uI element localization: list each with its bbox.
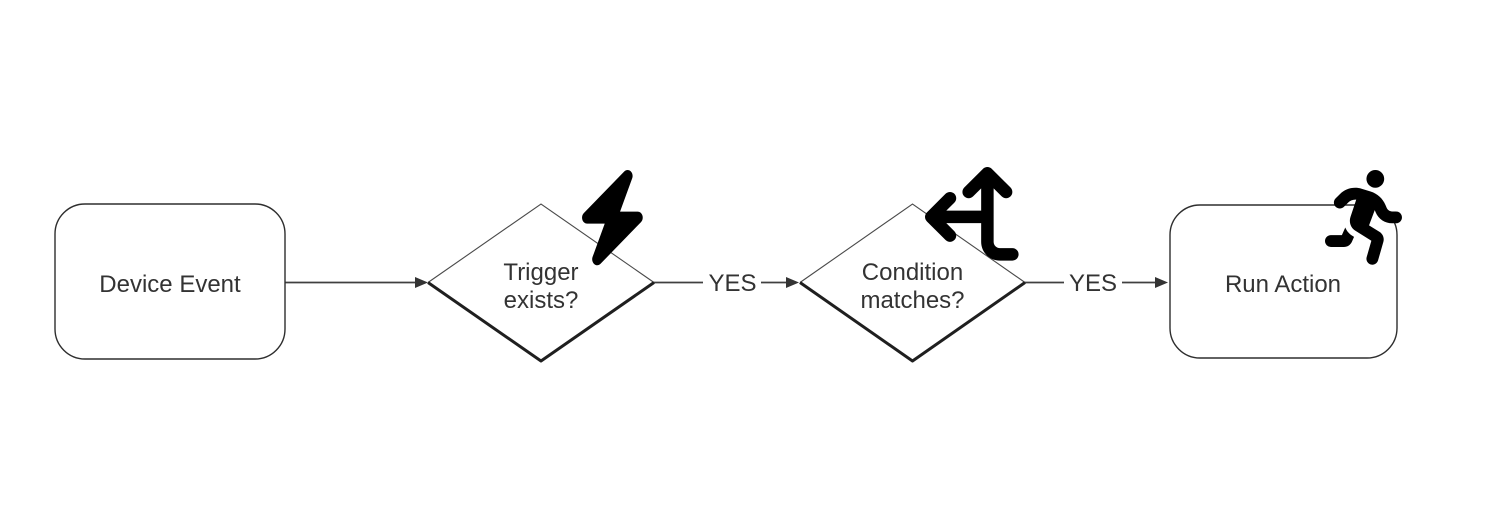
arrowhead-icon bbox=[415, 277, 428, 288]
node-device-event: Device Event bbox=[54, 203, 286, 360]
diamond-bottom-edges bbox=[427, 281, 655, 363]
diamond-bottom-edges bbox=[799, 281, 1026, 363]
node-label-run-action: Run Action bbox=[1225, 271, 1341, 298]
split-arrows-icon bbox=[925, 166, 1019, 261]
diamond-top-edges bbox=[799, 203, 1026, 283]
person-running-icon bbox=[1325, 170, 1402, 265]
edge-trigger-to-condition: YES bbox=[654, 270, 799, 297]
node-label-condition-line1: Condition bbox=[862, 259, 963, 286]
node-label-trigger-line1: Trigger bbox=[503, 259, 578, 286]
node-run-action: Run Action bbox=[1169, 170, 1402, 359]
node-label-device-event: Device Event bbox=[99, 271, 241, 298]
device-event-shape bbox=[54, 203, 286, 360]
node-label-trigger-line2: exists? bbox=[504, 287, 579, 314]
node-condition-matches: Condition matches? bbox=[799, 166, 1026, 363]
diamond-top-edges bbox=[427, 203, 655, 283]
edge-label-yes-2: YES bbox=[1069, 270, 1117, 297]
lightning-bolt-icon bbox=[582, 169, 643, 266]
node-trigger-exists: Trigger exists? bbox=[427, 169, 655, 363]
edge-device-to-trigger bbox=[285, 277, 428, 288]
edge-label-yes-1: YES bbox=[708, 270, 756, 297]
arrowhead-icon bbox=[1155, 277, 1168, 288]
arrowhead-icon bbox=[786, 277, 799, 288]
node-label-condition-line2: matches? bbox=[860, 287, 964, 314]
edge-condition-to-action: YES bbox=[1025, 270, 1168, 297]
